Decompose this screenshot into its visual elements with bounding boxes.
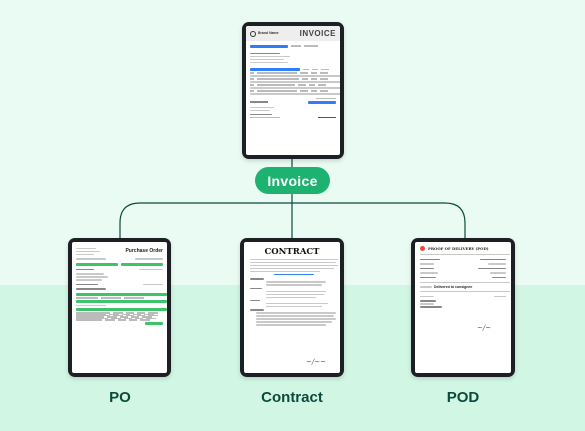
pod-tablet: PROOF OF DELIVERY (POD) Delivered to con… <box>411 238 515 377</box>
contract-tablet: CONTRACT ~/~~ <box>240 238 344 377</box>
pod-logo-icon <box>420 246 425 251</box>
contract-heading: CONTRACT <box>264 247 320 257</box>
po-document: Purchase Order <box>72 242 167 373</box>
invoice-document: Brand Name INVOICE <box>246 26 340 155</box>
pod-document: PROOF OF DELIVERY (POD) Delivered to con… <box>415 242 511 373</box>
contract-document: CONTRACT ~/~~ <box>244 242 340 373</box>
pod-heading: PROOF OF DELIVERY (POD) <box>428 246 489 251</box>
invoice-heading: INVOICE <box>299 29 336 38</box>
brand-name: Brand Name <box>258 30 279 35</box>
po-heading: Purchase Order <box>125 248 163 255</box>
po-tablet: Purchase Order <box>68 238 171 377</box>
caption-contract: Contract <box>261 389 323 406</box>
contract-signature-mark: ~/~~ <box>306 358 326 366</box>
caption-po: PO <box>109 389 131 406</box>
pod-signature-mark: ~/~ <box>477 324 492 332</box>
invoice-tablet: Brand Name INVOICE <box>242 22 344 159</box>
brand-logo-icon <box>250 30 256 37</box>
pod-status-value: Delivered to consignee <box>434 285 473 290</box>
caption-pod: POD <box>446 389 480 406</box>
invoice-root-badge: Invoice <box>255 167 330 194</box>
